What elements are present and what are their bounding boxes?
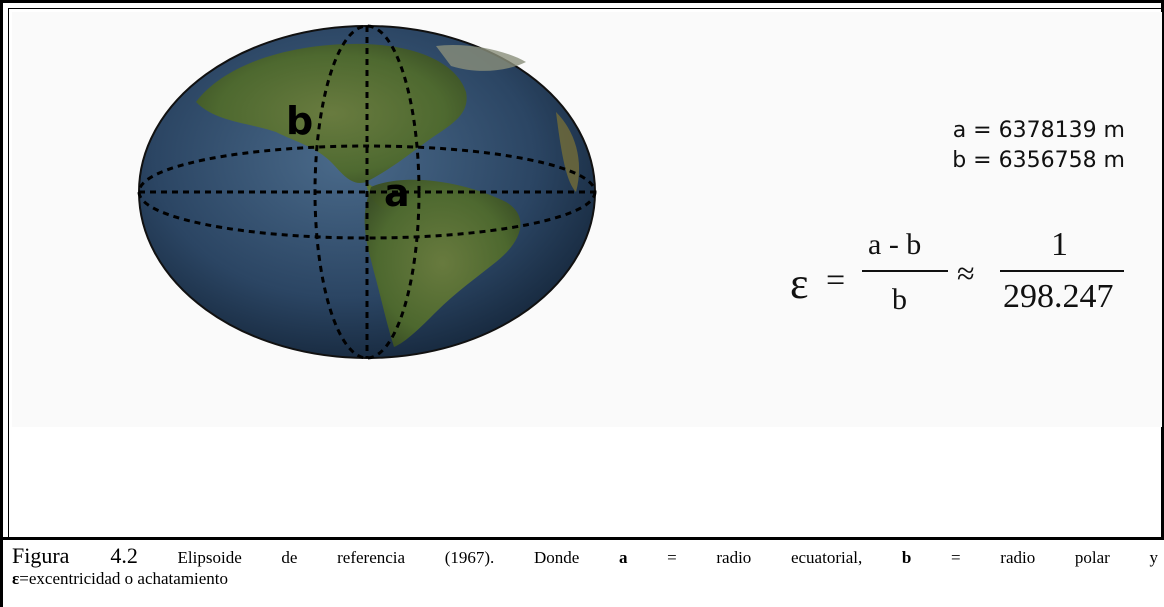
approx-sign: ≈: [957, 255, 975, 291]
fraction-numerator: a - b: [868, 228, 922, 261]
caption-text-3: = radio polar y: [911, 548, 1158, 567]
figure-caption: Figura 4.2 Elipsoide de referencia (1967…: [12, 541, 1158, 590]
caption-text-1: Elipsoide de referencia (1967). Donde: [137, 548, 619, 567]
axis-label-a: a: [384, 171, 410, 215]
border-left: [0, 0, 3, 607]
inner-border-left: [8, 8, 9, 538]
caption-lead: Figura 4.2: [12, 543, 138, 568]
earth-ellipsoid-illustration: b a: [137, 24, 597, 360]
dashed-meridians-and-parallels: [137, 24, 597, 360]
epsilon-symbol: ε: [790, 259, 809, 308]
value-b-text: b = 6356758 m: [952, 148, 1125, 173]
caption-text-4: =excentricidad o achatamiento: [19, 569, 229, 588]
caption-a-bold: a: [618, 548, 628, 567]
border-right: [1161, 0, 1164, 540]
inner-border-top: [8, 8, 1164, 9]
axis-label-b: b: [286, 99, 313, 143]
caption-b-bold: b: [901, 548, 912, 567]
caption-divider: [0, 537, 1164, 540]
equals-sign: =: [826, 262, 846, 299]
caption-epsilon-bold: ε: [12, 569, 20, 588]
north-america-landmass: [196, 43, 467, 183]
fraction-bar-right: [1000, 270, 1124, 272]
greenland-landmass: [436, 44, 526, 71]
fraction-denominator: b: [892, 283, 907, 316]
rhs-denominator: 298.247: [1003, 278, 1114, 315]
fraction-bar-left: [862, 270, 948, 272]
border-top: [0, 0, 1164, 3]
value-a-text: a = 6378139 m: [952, 118, 1125, 143]
caption-line-1: Figura 4.2 Elipsoide de referencia (1967…: [12, 541, 1158, 571]
rhs-numerator: 1: [1051, 226, 1068, 263]
caption-text-2: = radio ecuatorial,: [627, 548, 902, 567]
caption-line-2: ε=excentricidad o achatamiento: [12, 568, 1158, 590]
